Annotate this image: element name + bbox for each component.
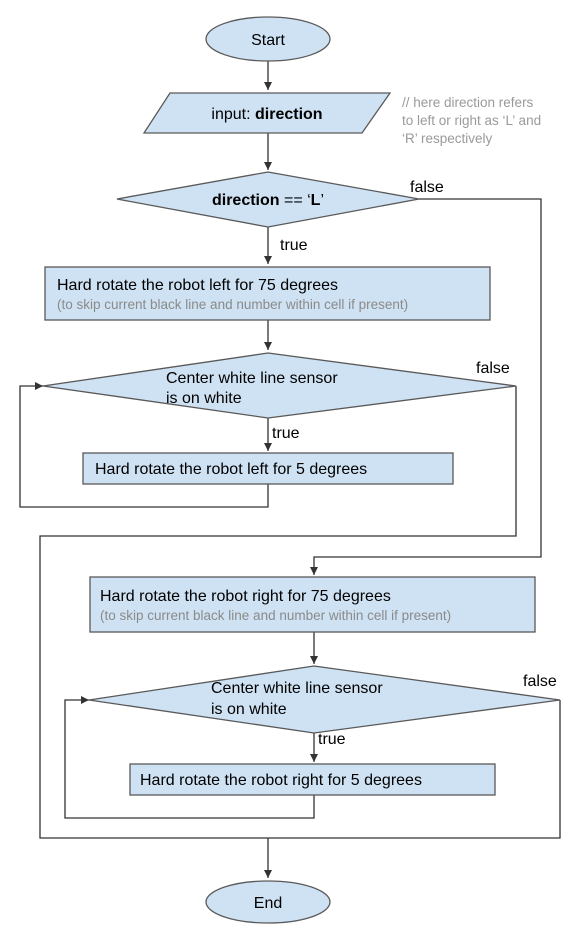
edge-left-sensor-false: [39, 386, 517, 839]
input-prefix: input:: [211, 106, 255, 123]
rotate-left-5-label: Hard rotate the robot left for 5 degrees: [95, 461, 367, 478]
left-sensor-line-2: is on white: [166, 390, 242, 407]
decision-close: ’: [320, 192, 324, 209]
left-sensor-line-1: Center white line sensor: [166, 370, 338, 387]
rotate-right-5-node: Hard rotate the robot right for 5 degree…: [129, 763, 496, 796]
decision-operator: == ‘: [280, 192, 311, 209]
edge-direction-false: [310, 198, 542, 575]
right-sensor-line-1: Center white line sensor: [211, 680, 383, 697]
input-node: input: direction: [142, 92, 392, 134]
right-sensor-true-label: true: [318, 731, 346, 748]
start-label: Start: [251, 32, 285, 49]
rotate-right-75-sublabel: (to skip current black line and number w…: [100, 608, 451, 623]
edge-left-loop-back: [19, 382, 269, 508]
edge-right-sensor-false: [268, 700, 561, 839]
rotate-left-5-node: Hard rotate the robot left for 5 degrees: [82, 452, 454, 485]
direction-true-label: true: [280, 237, 308, 254]
left-sensor-decision-node: Center white line sensor is on white: [42, 352, 517, 419]
rotate-right-5-label: Hard rotate the robot right for 5 degree…: [140, 772, 422, 789]
note-line-3: ‘R’ respectively: [402, 131, 493, 146]
decision-variable: direction: [212, 192, 280, 209]
rotate-left-75-node: Hard rotate the robot left for 75 degree…: [44, 266, 491, 321]
start-node: Start: [205, 16, 331, 62]
direction-decision-node: direction == ‘L’: [116, 171, 420, 228]
end-label: End: [254, 895, 282, 912]
input-label: input: direction: [211, 106, 322, 123]
note-line-2: to left or right as ‘L’ and: [402, 113, 541, 128]
left-sensor-false-label: false: [476, 360, 510, 377]
rotate-left-75-sublabel: (to skip current black line and number w…: [57, 297, 408, 312]
direction-decision-label: direction == ‘L’: [212, 192, 324, 209]
right-sensor-decision-node: Center white line sensor is on white: [88, 665, 561, 734]
edge-right-loop-back: [64, 696, 315, 819]
input-variable: direction: [255, 106, 323, 123]
direction-false-label: false: [410, 179, 444, 196]
comment-note: // here direction refers to left or righ…: [402, 95, 541, 146]
end-node: End: [205, 880, 331, 924]
right-sensor-line-2: is on white: [211, 701, 287, 718]
rotate-right-75-node: Hard rotate the robot right for 75 degre…: [89, 576, 536, 633]
rotate-left-75-label: Hard rotate the robot left for 75 degree…: [57, 277, 338, 294]
right-sensor-false-label: false: [523, 673, 557, 690]
decision-value: L: [311, 192, 321, 209]
rotate-right-75-label: Hard rotate the robot right for 75 degre…: [100, 588, 391, 605]
note-line-1: // here direction refers: [402, 95, 534, 110]
left-sensor-true-label: true: [272, 425, 300, 442]
